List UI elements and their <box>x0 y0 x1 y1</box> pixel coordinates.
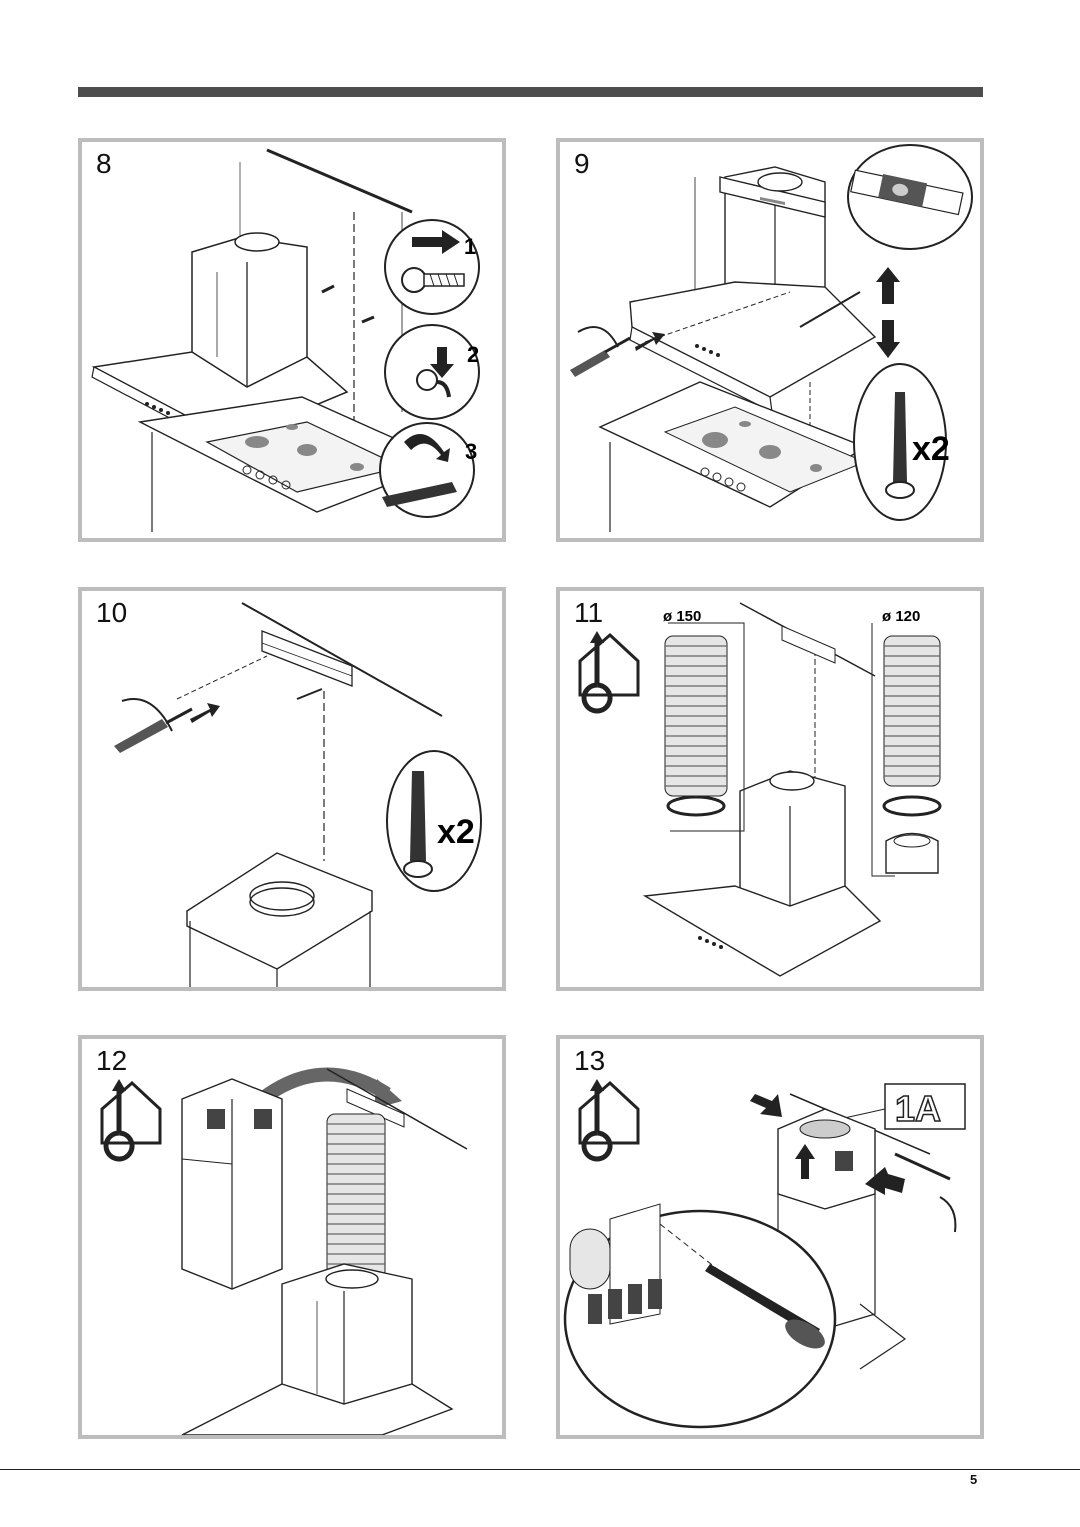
callout-number-3: 3 <box>465 439 477 464</box>
duct-diameter-150: ø 150 <box>663 608 701 625</box>
step-number: 8 <box>96 148 112 179</box>
quantity-x2: x2 <box>912 430 950 468</box>
ducted-outlet-house-icon <box>100 1079 162 1162</box>
step-number: 13 <box>574 1045 606 1076</box>
chimney-screw-fixing-illustration: 1A <box>563 1079 966 1429</box>
panel-step-11: ø 150 ø 120 11 <box>556 587 984 991</box>
duct-diameter-120: ø 120 <box>882 608 920 625</box>
footer-rule <box>0 1469 1080 1470</box>
panel-step-8: 1 2 3 8 <box>78 138 506 542</box>
hood-leveling-illustration: x2 <box>570 144 973 532</box>
chimney-fitting-illustration <box>100 1067 468 1435</box>
bracket-fixing-illustration: x2 <box>114 602 482 987</box>
header-bar <box>78 87 983 97</box>
step-number: 10 <box>96 597 128 628</box>
duct-connection-illustration: ø 150 ø 120 <box>578 602 942 977</box>
callout-number-1: 1 <box>464 234 476 259</box>
reference-label-box <box>884 1083 966 1130</box>
ducted-outlet-house-icon <box>578 631 640 714</box>
ducted-outlet-house-icon <box>578 1079 640 1162</box>
panel-step-10: x2 10 <box>78 587 506 991</box>
panel-step-13: 1A 13 <box>556 1035 984 1439</box>
step-number: 9 <box>574 148 590 179</box>
panel-step-9: x2 9 <box>556 138 984 542</box>
page-number: 5 <box>970 1472 978 1487</box>
reference-label: 1A <box>895 1088 941 1129</box>
callout-number-2: 2 <box>467 342 479 367</box>
panel-step-12: 12 <box>78 1035 506 1439</box>
quantity-x2: x2 <box>437 813 475 851</box>
step-number: 12 <box>96 1045 128 1076</box>
hood-wall-mount-illustration: 1 2 3 <box>91 148 480 532</box>
step-number: 11 <box>574 597 604 628</box>
